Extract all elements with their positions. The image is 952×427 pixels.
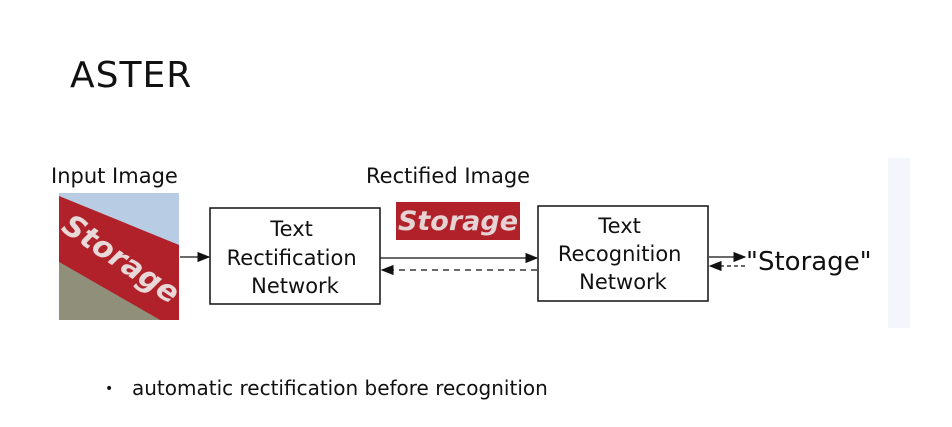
slide-title: ASTER	[70, 55, 193, 96]
input-image-building	[59, 262, 160, 320]
input-image-label: Input Image	[51, 164, 178, 188]
rectifier-line-3: Network	[251, 274, 340, 298]
input-image-sign	[59, 196, 179, 320]
input-image-sky	[59, 193, 179, 245]
bullet-text: automatic rectification before recogniti…	[132, 376, 548, 400]
bullet-dot: •	[105, 381, 114, 397]
rectified-image-label: Rectified Image	[366, 164, 530, 188]
rectification-network-box	[209, 207, 381, 305]
recognizer-line-2: Recognition	[558, 242, 682, 266]
recognizer-line-1: Text	[597, 214, 640, 238]
recognizer-line-3: Network	[579, 270, 668, 294]
rectifier-line-2: Rectification	[227, 246, 357, 270]
recognition-network-label: Text Recognition Network	[558, 214, 688, 294]
input-image: Storage	[59, 193, 179, 320]
rectification-network-label: Text Rectification Network	[227, 217, 364, 298]
output-text: "Storage"	[746, 247, 872, 277]
rectifier-line-1: Text	[269, 217, 312, 241]
right-edge-panel	[888, 158, 910, 328]
rectified-image	[396, 202, 520, 240]
recognition-network-box	[537, 205, 709, 302]
rectified-image-text: Storage	[398, 206, 518, 237]
